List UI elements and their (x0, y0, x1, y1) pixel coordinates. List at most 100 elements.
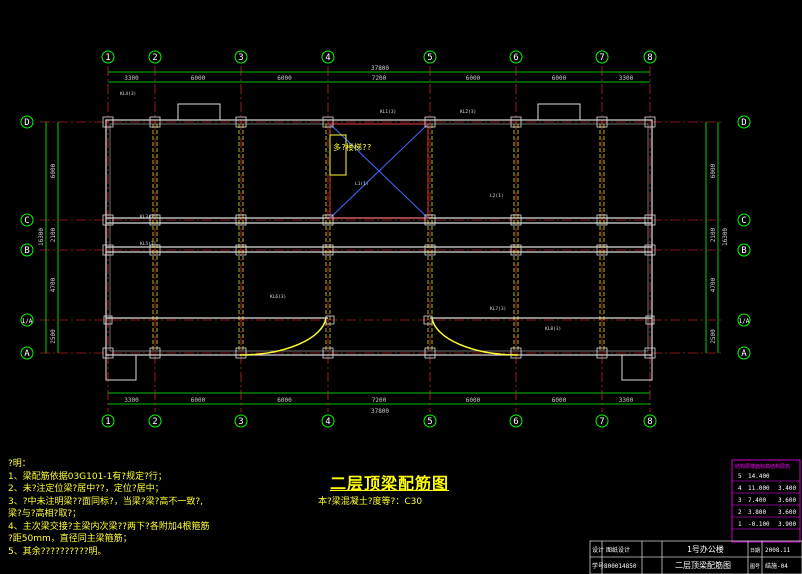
note-line: 3、?中未注明梁??面同标?，当梁?梁?高不一致?, (8, 496, 204, 507)
beam-label: KL7(3) (490, 306, 506, 312)
axis-label: 1/A (22, 318, 33, 325)
column (102, 347, 114, 359)
column (103, 315, 113, 325)
level-elev: 3.800 (748, 509, 766, 516)
title-block-text: 设计 图纸设计 1号办公楼 日期 2008.11 学号 800014850 二层… (592, 544, 791, 570)
level-height: 3.600 (778, 497, 796, 504)
axis-label: C (24, 216, 29, 226)
column (596, 244, 608, 256)
column (322, 244, 334, 256)
top-dim: 3300 (619, 75, 634, 82)
level-floor: 1 (738, 521, 742, 528)
beam-label: KL5(3) (140, 241, 156, 247)
axis-bubble (234, 414, 248, 428)
axis-bubble (509, 50, 523, 64)
axis-bubble (148, 50, 162, 64)
level-height: 3.400 (778, 485, 796, 492)
side-total: 16300 (38, 228, 45, 246)
axis-label: 6 (513, 53, 518, 63)
level-elev: 7.400 (748, 497, 766, 504)
level-floor: 2 (738, 509, 742, 516)
column (510, 244, 522, 256)
column (149, 214, 161, 226)
column (149, 116, 161, 128)
column (645, 315, 655, 325)
side-dim: 2100 (50, 227, 57, 242)
axis-label: 4 (325, 417, 330, 427)
side-dim: 2100 (710, 227, 717, 242)
beam-label: KL2(3) (460, 109, 476, 115)
axis-label: A (24, 349, 30, 359)
column (510, 214, 522, 226)
axis-label: A (741, 349, 747, 359)
axis-bubble (321, 50, 335, 64)
note-line: 5、其余??????????明。 (8, 546, 107, 557)
side-dim: 4700 (50, 277, 57, 292)
axis-label: 1 (105, 53, 110, 63)
axis-bubble (20, 346, 34, 360)
axis-bubble (737, 346, 751, 360)
project-name: 1号办公楼 (687, 544, 724, 554)
axis-bubble (595, 50, 609, 64)
column (423, 315, 433, 325)
column (644, 347, 656, 359)
column (510, 116, 522, 128)
axis-bubble (737, 213, 751, 227)
axis-label: C (741, 216, 746, 226)
axis-bubble (148, 414, 162, 428)
column (102, 214, 114, 226)
bottom-dim: 6000 (191, 397, 206, 404)
axis-label: 7 (599, 53, 604, 63)
axis-bubble (101, 50, 115, 64)
side-dim: 6000 (710, 163, 717, 178)
axis-label: 3 (238, 53, 243, 63)
side-total: 16300 (722, 228, 729, 246)
beam-label: KL8(3) (545, 326, 561, 332)
column (235, 214, 247, 226)
stair-label: 多?楼梯?? (333, 142, 372, 152)
note-line: 2、未?注定位梁?居中??，定位?居中； (8, 484, 164, 494)
note-line: 4、主次梁交接?主梁内次梁??两下?各附加4根箍筋 (8, 521, 210, 532)
level-floor: 3 (738, 497, 742, 504)
date-label: 日期 (750, 548, 760, 554)
column (644, 116, 656, 128)
beam-label: KL4(3) (120, 91, 136, 97)
axis-bubble (20, 115, 34, 129)
column (424, 347, 436, 359)
axis-bubble (20, 313, 34, 327)
column (596, 116, 608, 128)
column (510, 347, 522, 359)
axis-bubble (737, 115, 751, 129)
axis-bubble (737, 313, 751, 327)
note-line: 梁?与?高相?取?； (8, 509, 82, 519)
level-height: 3.900 (778, 521, 796, 528)
axis-bubble (101, 414, 115, 428)
column (235, 347, 247, 359)
note-line: 1、梁配筋依据03G101-1有?规定?行； (8, 471, 167, 482)
level-elev: -0.100 (748, 521, 770, 528)
axis-bubble (234, 50, 248, 64)
level-height: 3.600 (778, 509, 796, 516)
beam-label: KL1(3) (380, 109, 396, 115)
bottom-dim: 6000 (552, 397, 567, 404)
sheet-label: 图号 (750, 564, 760, 570)
column (235, 116, 247, 128)
axis-label: 2 (152, 417, 157, 427)
axis-label: 7 (599, 417, 604, 427)
column (149, 244, 161, 256)
column (424, 214, 436, 226)
column (325, 315, 335, 325)
axis-label: 6 (513, 417, 518, 427)
total-width-top: 37800 (371, 65, 389, 72)
drawing-name: 二层顶梁配筋图 (675, 560, 731, 570)
axis-grid (40, 66, 722, 412)
dimension-texts: 3300330060006000600060007200720060006000… (38, 65, 729, 415)
column (644, 244, 656, 256)
level-elev: 11.000 (748, 485, 770, 492)
axis-bubble (595, 414, 609, 428)
beam-label: KL6(3) (270, 294, 286, 300)
level-table-header: 结构层楼面标高结构层高 (735, 463, 790, 470)
axis-bubble (423, 50, 437, 64)
